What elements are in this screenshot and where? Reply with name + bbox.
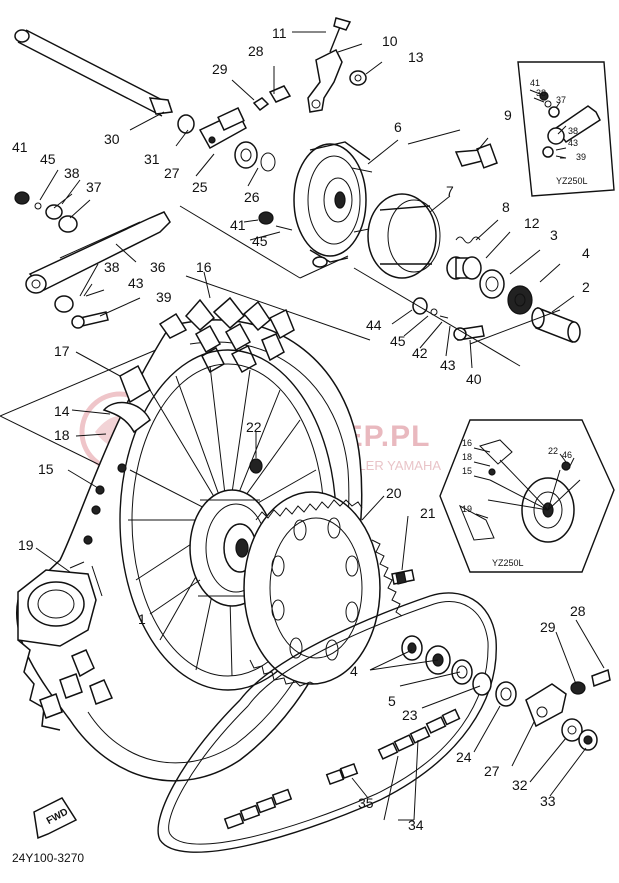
callout-43-left: 43 (128, 275, 144, 291)
inset-top-num-1: 41 (530, 78, 540, 88)
callout-3: 3 (550, 227, 558, 243)
callout-6: 6 (394, 119, 402, 135)
inset-bottom-num-4: 22 (548, 446, 558, 456)
callout-45-mid: 45 (252, 233, 268, 249)
callout-39: 39 (156, 289, 172, 305)
callout-25: 25 (192, 179, 208, 195)
callout-29-bottom: 29 (540, 619, 556, 635)
callout-11: 11 (272, 25, 287, 41)
callout-42: 42 (412, 345, 428, 361)
callout-24: 24 (456, 749, 472, 765)
callout-numbers: 11 10 13 28 29 30 31 27 25 26 6 9 41 45 … (12, 25, 590, 833)
inset-bottom-num-3: 15 (462, 466, 472, 476)
inset-yz250l-wheel: 16 18 15 22 46 19 YZ250L (439, 419, 615, 573)
chain-adjuster-bolt (54, 289, 109, 329)
inset-bottom-num-5: 46 (562, 450, 572, 460)
inset-bottom-num-2: 18 (462, 452, 472, 462)
axle (14, 29, 195, 134)
inset-top-num-3: 37 (556, 95, 566, 105)
callout-12: 12 (524, 215, 540, 231)
callout-8: 8 (502, 199, 510, 215)
inset-yz250l-adjuster: 41 38 37 38 43 39 YZ250L (517, 61, 615, 197)
callout-9: 9 (504, 107, 512, 123)
callout-19: 19 (18, 537, 34, 553)
callout-18: 18 (54, 427, 70, 443)
inset-top-label: YZ250L (556, 176, 588, 186)
tire-cutaway (17, 561, 114, 731)
brake-shoe-plate (293, 141, 375, 268)
callout-22: 22 (246, 419, 262, 435)
callout-32: 32 (512, 777, 528, 793)
sprocket (243, 491, 403, 687)
chain-adjuster-left (14, 191, 171, 294)
bearing-set-lower (401, 635, 611, 751)
chain-puller-upper (198, 85, 292, 172)
callout-14: 14 (54, 403, 70, 419)
leader-lines-top (0, 31, 575, 471)
fwd-arrow: FWD (33, 797, 78, 840)
callout-31: 31 (144, 151, 160, 167)
callout-30: 30 (104, 131, 120, 147)
inset-top-num-5: 43 (568, 138, 578, 148)
callout-45-left: 45 (40, 151, 56, 167)
inset-bottom-label: YZ250L (492, 558, 524, 568)
callout-15: 15 (38, 461, 54, 477)
leader-lines-bottom (35, 271, 605, 821)
callout-7: 7 (446, 183, 454, 199)
stopper-bolt-set (412, 297, 485, 341)
callout-17: 17 (54, 343, 70, 359)
callout-33: 33 (540, 793, 556, 809)
callout-38-left: 38 (64, 165, 80, 181)
callout-36: 36 (150, 259, 166, 275)
callout-13: 13 (408, 49, 424, 65)
callout-35: 35 (358, 795, 374, 811)
callout-38-low: 38 (104, 259, 120, 275)
callout-4-top: 4 (582, 245, 590, 261)
callout-4-bottom: 4 (350, 663, 358, 679)
callout-5: 5 (388, 693, 396, 709)
callout-27-bottom: 27 (484, 763, 500, 779)
callout-23: 23 (402, 707, 418, 723)
callout-20: 20 (386, 485, 402, 501)
callout-34: 34 (408, 817, 424, 833)
inset-top-num-2: 38 (536, 88, 546, 98)
inset-top-num-6: 39 (576, 152, 586, 162)
brake-shoe (367, 193, 441, 279)
callout-28-bottom: 28 (570, 603, 586, 619)
callout-2: 2 (582, 279, 590, 295)
callout-44: 44 (366, 317, 382, 333)
callout-26: 26 (244, 189, 260, 205)
callout-37: 37 (86, 179, 102, 195)
inset-bottom-num-1: 16 (462, 438, 472, 448)
brake-camshaft-lever (307, 17, 367, 113)
callout-10: 10 (382, 33, 398, 49)
inset-bottom-num-6: 19 (462, 504, 472, 514)
callout-27-top: 27 (164, 165, 180, 181)
callout-41-left: 41 (12, 139, 28, 155)
callout-43-right: 43 (440, 357, 456, 373)
sprocket-bolt (391, 569, 415, 585)
drive-chain (157, 592, 497, 853)
callout-28-top: 28 (248, 43, 264, 59)
bolt-9 (454, 143, 498, 169)
callout-16: 16 (196, 259, 212, 275)
callout-1: 1 (138, 611, 146, 627)
callout-41-mid: 41 (230, 217, 246, 233)
inset-top-num-4: 38 (568, 126, 578, 136)
callout-40: 40 (466, 371, 482, 387)
brake-rod-nut (258, 211, 293, 231)
drawing-code: 24Y100-3270 (12, 851, 84, 865)
callout-45-right: 45 (390, 333, 406, 349)
callout-29-top: 29 (212, 61, 228, 77)
callout-21: 21 (420, 505, 436, 521)
hub-parts-right (446, 236, 581, 344)
